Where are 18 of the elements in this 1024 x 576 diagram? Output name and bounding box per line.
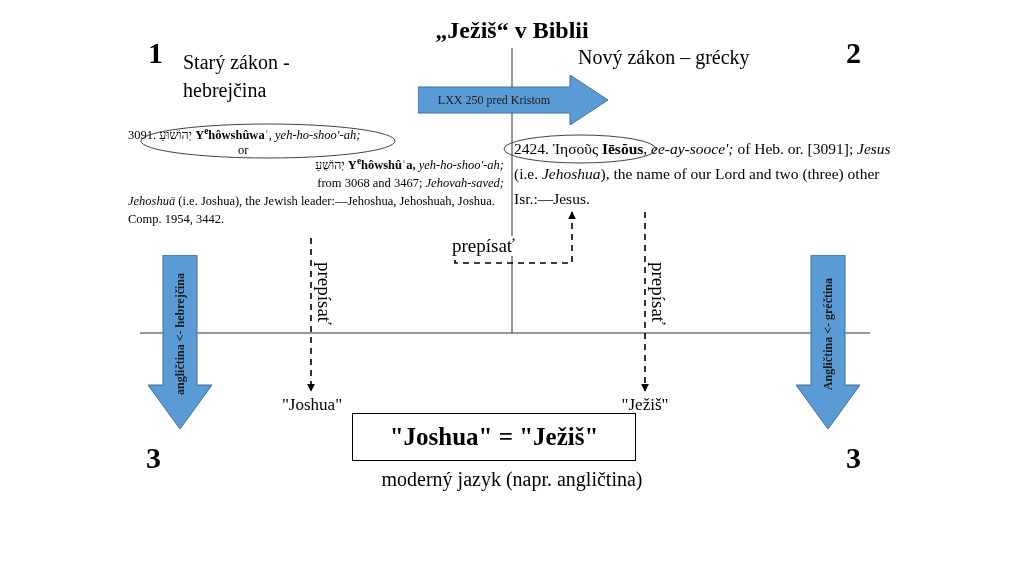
arrow-banner: LXX 250 pred Kristom bbox=[418, 75, 608, 125]
edge-label: prepísať bbox=[648, 262, 668, 325]
equation-box: "Joshua" = "Ježiš" bbox=[352, 413, 636, 461]
section-number: 1 bbox=[148, 35, 163, 71]
down-arrow: angličtina <- hebrejčina bbox=[148, 255, 212, 429]
section-number: 3 bbox=[846, 440, 861, 476]
dashed-arrow bbox=[641, 211, 649, 392]
caption-text: moderný jazyk (napr. angličtina) bbox=[380, 467, 644, 493]
dashed-arrow bbox=[307, 237, 315, 392]
edge-label: prepísať bbox=[314, 262, 334, 325]
section-number: 2 bbox=[846, 35, 861, 71]
section-heading: Starý zákon - hebrejčina bbox=[183, 50, 291, 104]
down-arrow: Angličtina <- gréčtina bbox=[796, 255, 860, 429]
edge-label: prepísať bbox=[452, 236, 515, 256]
dashed-arrow bbox=[454, 211, 576, 264]
section-heading: Nový zákon – grécky bbox=[578, 45, 750, 71]
dictionary-entry: 2424. Ἰησοῦς Iēsŏus, ee-ay-sooce'; of Heb. or. [3091]; Jesus (i.e. Jehoshua), the name of our Lord and two (three) other Isr.:—Jesus. bbox=[514, 136, 902, 212]
section-number: 3 bbox=[146, 440, 161, 476]
